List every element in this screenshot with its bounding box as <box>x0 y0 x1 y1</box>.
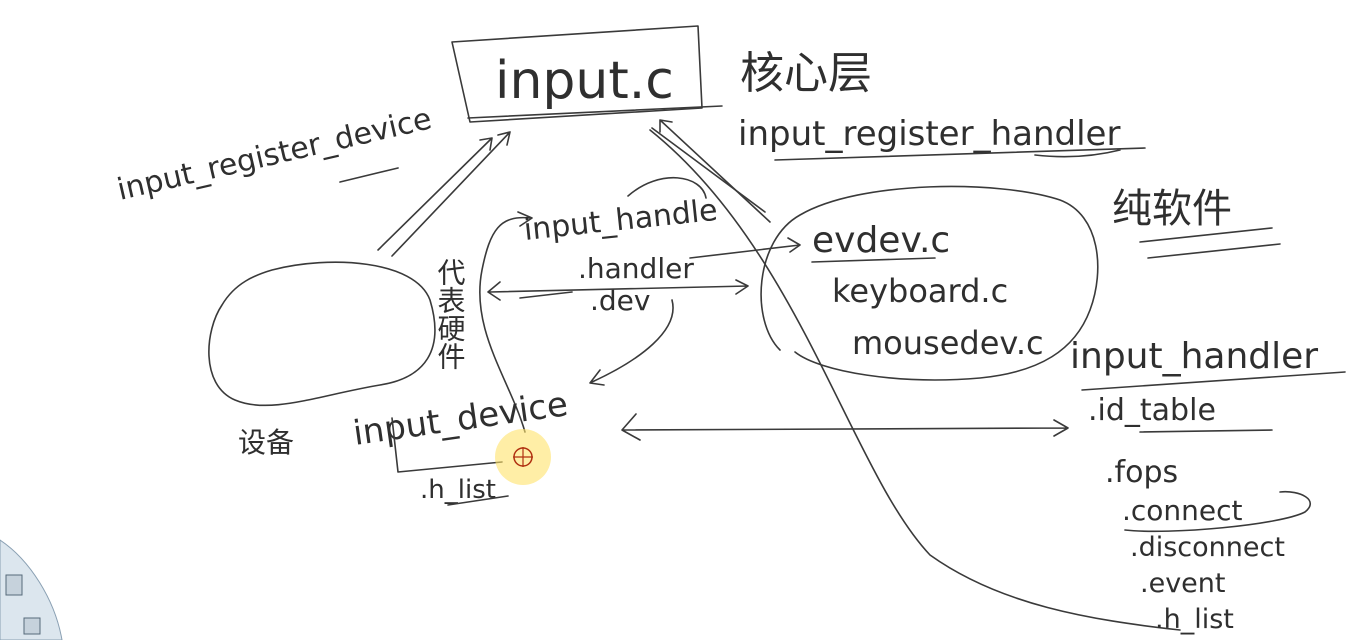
handler-connect-field: .connect <box>1122 494 1243 527</box>
handler-h-list-field: .h_list <box>1155 604 1234 635</box>
device-to-handle-curve <box>479 211 533 433</box>
handlers-ellipse <box>760 185 1099 381</box>
input-handle-loop <box>627 176 707 199</box>
register-device-underline <box>339 167 399 183</box>
device-h-list-underline <box>447 495 509 506</box>
pure-software-label: 纯软件 <box>1112 186 1232 232</box>
input-handler-underline <box>1081 371 1346 391</box>
keyboard-c-label: keyboard.c <box>832 272 1008 310</box>
handler-fops-field: .fops <box>1105 455 1178 490</box>
long-curve-core-to-handler <box>649 129 1181 631</box>
pure-software-underline <box>1139 227 1281 259</box>
handler-to-core-arrow-1 <box>659 119 771 223</box>
corner-widget-icon[interactable] <box>5 574 23 596</box>
input-device-bracket <box>391 417 503 473</box>
handler-disconnect-field: .disconnect <box>1130 532 1285 563</box>
handler-event-field: .event <box>1140 568 1225 599</box>
corner-widget-icon-2[interactable] <box>23 617 41 635</box>
device-to-core-arrow-2 <box>391 131 511 257</box>
register-handler-underline <box>774 147 1146 161</box>
input-handler-label: input_handler <box>1070 336 1318 377</box>
evdev-c-underline <box>811 257 936 263</box>
handler-to-evdev-arrow <box>689 237 801 259</box>
evdev-c-label: evdev.c <box>812 220 950 261</box>
device-to-core-arrow-1 <box>377 137 493 251</box>
id-table-underline <box>1139 429 1273 433</box>
dev-to-device-arrow <box>589 299 674 386</box>
input-handle-label: input_handle <box>522 193 719 248</box>
handle-handler-field: .handler <box>578 252 694 285</box>
hardware-device-shape <box>208 261 436 407</box>
handler-id-table-field: .id_table <box>1088 393 1216 428</box>
mousedev-c-label: mousedev.c <box>852 324 1044 362</box>
device-h-list-field: .h_list <box>420 475 496 505</box>
handle-double-arrow <box>487 279 749 301</box>
input-c-box <box>451 25 703 123</box>
register-handler-label: input_register_handler <box>738 114 1120 154</box>
device-label: 设备 <box>238 426 294 459</box>
input-c-underline <box>467 105 723 119</box>
connect-loop <box>1124 490 1312 533</box>
input-c-label: input.c <box>495 51 674 111</box>
register-device-label: input_register_device <box>114 101 435 207</box>
cursor-crosshair-icon <box>513 447 533 467</box>
represents-hardware-label: 代表硬件 <box>434 258 467 370</box>
core-layer-label: 核心层 <box>740 48 872 99</box>
handler-to-core-arrow-2 <box>651 127 766 213</box>
device-handler-double-arrow <box>621 413 1069 441</box>
